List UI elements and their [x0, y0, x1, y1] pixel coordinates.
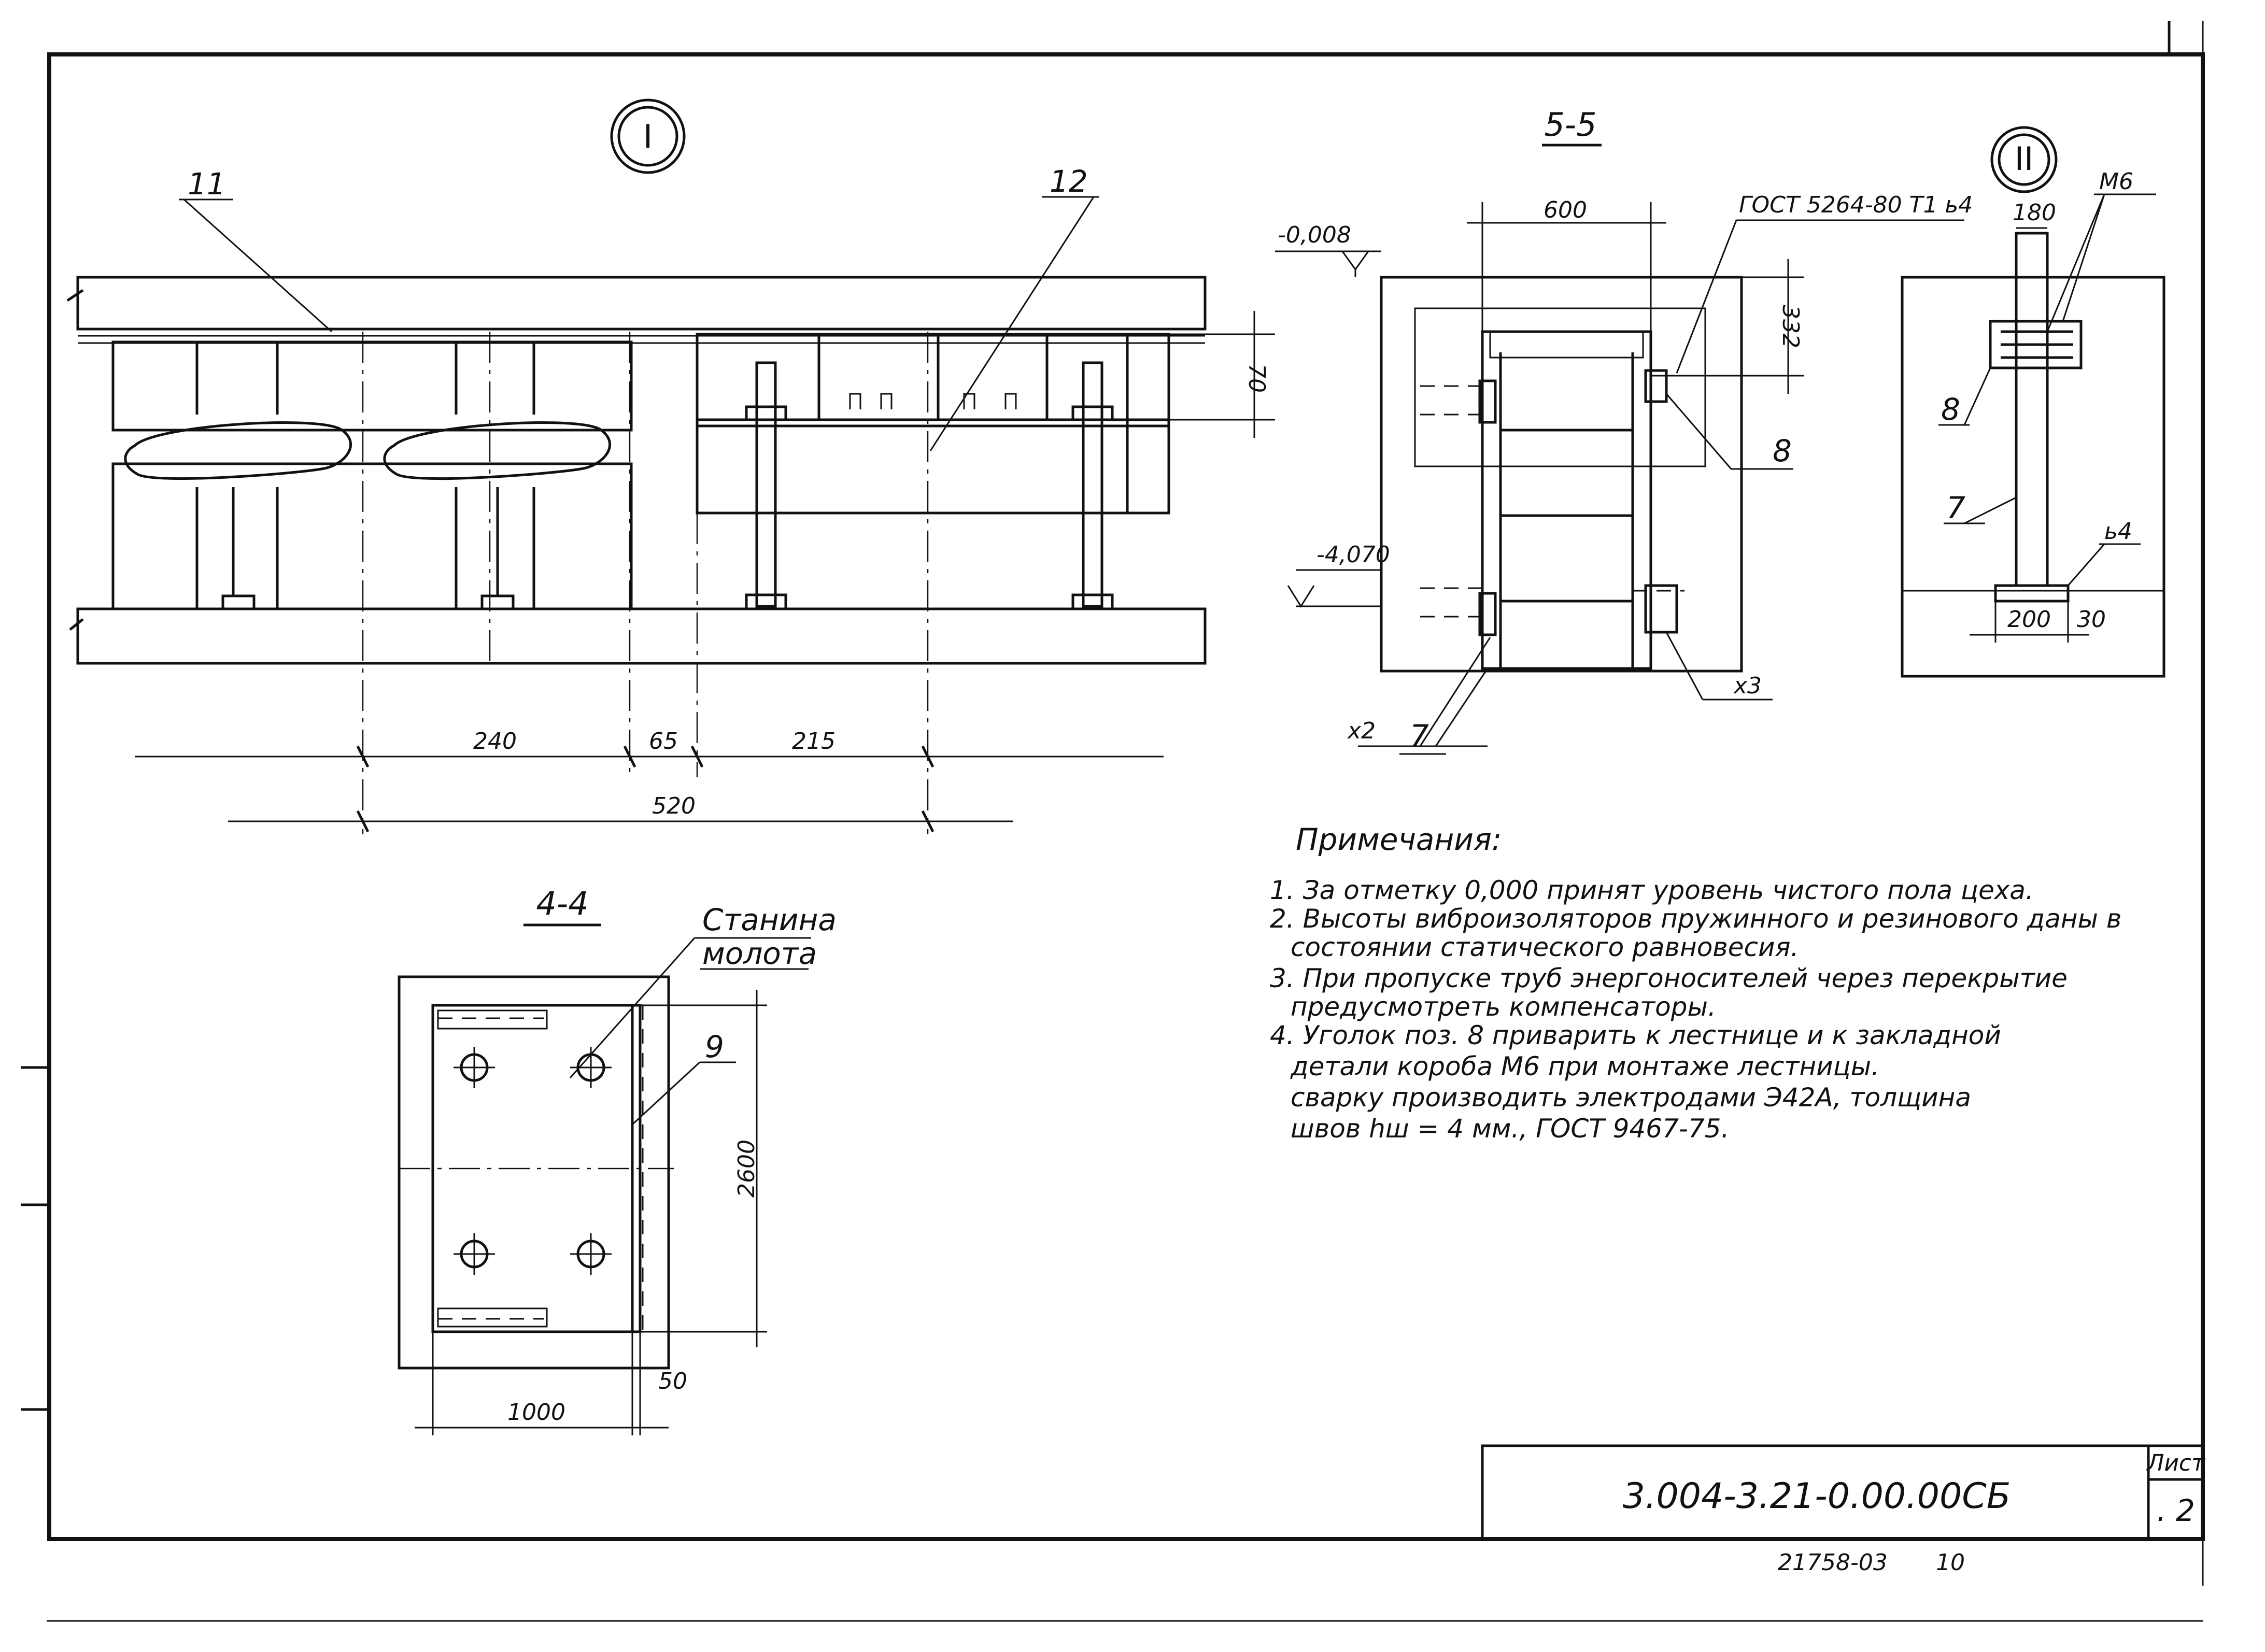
sheet-label: Лист	[2146, 1450, 2205, 1476]
level-mark-top: -0,008	[1275, 222, 1381, 277]
dim-1000-label: 1000	[507, 1399, 565, 1426]
detail-i-view: I	[66, 98, 1275, 834]
top-slab	[76, 276, 1207, 331]
dim-332-label: 332	[1777, 305, 1804, 348]
frame-label-line1: Станина	[702, 902, 837, 937]
frame-label-leader: Станина молота	[569, 902, 837, 1078]
note-line-5: предусмотреть компенсаторы.	[1291, 992, 1716, 1022]
dim-2600-label: 2600	[733, 1140, 760, 1198]
section-5-5-view: 5-5 600	[1275, 106, 1973, 755]
dim-70: 70	[1169, 311, 1275, 438]
level-mark-bottom: -4,070	[1287, 542, 1390, 608]
spring-isolator-upper-frame	[111, 340, 633, 432]
notes-heading: Примечания:	[1296, 822, 1502, 857]
ladder-rungs	[1499, 352, 1634, 668]
detail-i-label: I	[643, 118, 653, 155]
callout-12: 12	[929, 164, 1099, 451]
detail-ii-label: II	[2015, 140, 2034, 178]
mult-left-label: х2	[1347, 718, 1376, 744]
weld-leader: ь4	[2067, 518, 2141, 586]
rubber-isolator-block	[696, 333, 1170, 515]
section-4-4-title: 4-4	[536, 885, 588, 922]
detail-i-marker: I	[610, 98, 686, 174]
level-bottom-label: -4,070	[1316, 542, 1390, 568]
document-code: 3.004-3.21-0.00.00СБ	[1623, 1476, 2011, 1517]
dim-1000-50: 1000 50	[415, 1332, 687, 1435]
dim-600-label: 600	[1544, 197, 1587, 223]
detail-ii-callout-7-label: 7	[1946, 490, 1965, 525]
format-number: 10	[1936, 1549, 1965, 1576]
hammer-frame-outline	[398, 975, 670, 1370]
detail-ii-view: II 180 М6 8 7	[1901, 126, 2165, 678]
note-line-2: 2. Высоты виброизоляторов пружинного и р…	[1270, 904, 2121, 934]
section-5-5-title: 5-5	[1544, 106, 1596, 144]
note-line-4: 3. При пропуске труб энергоносителей чер…	[1270, 963, 2068, 993]
m6-label: М6	[2099, 168, 2133, 195]
dim-200-30: 200 30	[1970, 601, 2106, 643]
dim-180-label: 180	[2013, 200, 2056, 226]
dim-520: 520	[228, 793, 1013, 833]
detail-ii-callout-8: 8	[1938, 367, 1991, 427]
anchor-bolts	[745, 361, 1114, 610]
dim-600: 600	[1467, 197, 1666, 332]
weld-label: ь4	[2104, 518, 2132, 545]
dim-520-label: 520	[652, 793, 696, 819]
callout-11-label: 11	[188, 166, 226, 202]
section-4-4-view: 4-4 Станина молота	[398, 885, 837, 1435]
callout-8-label: 8	[1773, 433, 1792, 468]
ladder-stringer	[2015, 232, 2049, 587]
callout-7: х2 7	[1347, 637, 1491, 755]
dim-chain-240-65-215: 240 65 215	[135, 728, 1164, 768]
spring-isolator-lower-frame	[111, 462, 633, 610]
dim-180: 180	[2013, 200, 2056, 229]
ladder-shaft	[1481, 330, 1652, 670]
callout-9: 9	[631, 1029, 736, 1126]
note-line-6: 4. Уголок поз. 8 приварить к лестнице и …	[1270, 1020, 2001, 1050]
m6-leader: М6	[2046, 168, 2156, 332]
callout-12-label: 12	[1050, 164, 1088, 199]
dim-50-label: 50	[658, 1368, 687, 1394]
note-line-1: 1. За отметку 0,000 принят уровень чисто…	[1270, 875, 2034, 905]
mult-right-label: х3	[1733, 673, 1762, 699]
note-line-9: швов hш = 4 мм., ГОСТ 9467-75.	[1291, 1114, 1729, 1144]
dim-65-label: 65	[649, 728, 678, 754]
note-line-8: сварку производить электродами Э42А, тол…	[1291, 1083, 1971, 1113]
gost-weld-label: ГОСТ 5264-80 Т1 ь4	[1739, 192, 1973, 218]
callout-9-label: 9	[705, 1029, 724, 1064]
dim-70-label: 70	[1243, 364, 1270, 393]
detail-ii-callout-7: 7	[1944, 490, 2017, 525]
dim-215-label: 215	[792, 728, 836, 754]
sheet-number: . 2	[2157, 1493, 2195, 1528]
callout-8: 8	[1665, 393, 1793, 470]
inventory-number: 21758-03	[1778, 1549, 1888, 1576]
footer: 21758-03 10	[1778, 1549, 1965, 1576]
title-block: 3.004-3.21-0.00.00СБ Лист . 2	[1481, 1444, 2205, 1541]
frame-label-line2: молота	[702, 936, 817, 971]
notes-block: Примечания: 1. За отметку 0,000 принят у…	[1270, 822, 2121, 1144]
gost-leader: ГОСТ 5264-80 Т1 ь4	[1676, 192, 1973, 374]
callout-x3: х3	[1665, 632, 1773, 701]
pit-outline	[1380, 276, 1743, 673]
dim-30-label: 30	[2077, 606, 2106, 633]
spring-coils	[124, 421, 612, 480]
detail-ii-marker: II	[1990, 126, 2058, 193]
dim-200-label: 200	[2007, 606, 2051, 633]
note-line-3: состоянии статического равновесия.	[1291, 932, 1799, 962]
sheet-frame	[21, 21, 2205, 1622]
level-top-label: -0,008	[1278, 222, 1351, 248]
callout-11: 11	[179, 166, 333, 333]
note-line-7: детали короба М6 при монтаже лестницы.	[1290, 1051, 1879, 1081]
callout-7-label: 7	[1410, 718, 1429, 753]
detail-ii-callout-8-label: 8	[1941, 392, 1960, 427]
dim-332: 332	[1651, 259, 1804, 394]
dim-240-label: 240	[473, 728, 517, 754]
anchor-holes	[460, 1053, 605, 1269]
dim-2600: 2600	[632, 990, 767, 1347]
bottom-slab	[76, 607, 1207, 665]
